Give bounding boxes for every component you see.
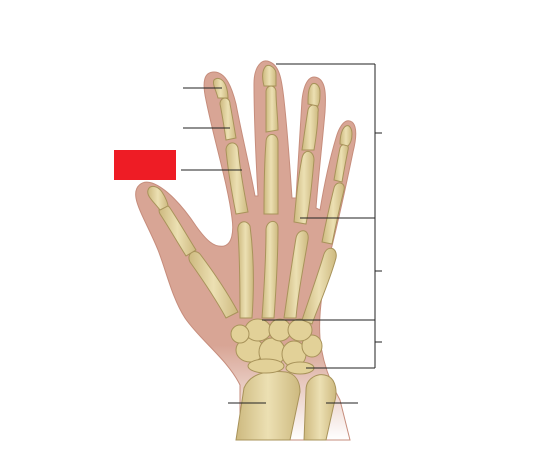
ulna-bone: [303, 374, 337, 441]
little-finger-phalanges: [321, 125, 353, 245]
masked-label-box: [114, 150, 176, 180]
leader-lines: [181, 63, 382, 404]
carpal-bones: [230, 318, 323, 375]
ring-finger-phalanges: [293, 83, 321, 225]
thumb-phalanges: [147, 185, 197, 257]
radius-bone: [235, 371, 301, 441]
middle-finger-phalanges: [262, 65, 279, 215]
